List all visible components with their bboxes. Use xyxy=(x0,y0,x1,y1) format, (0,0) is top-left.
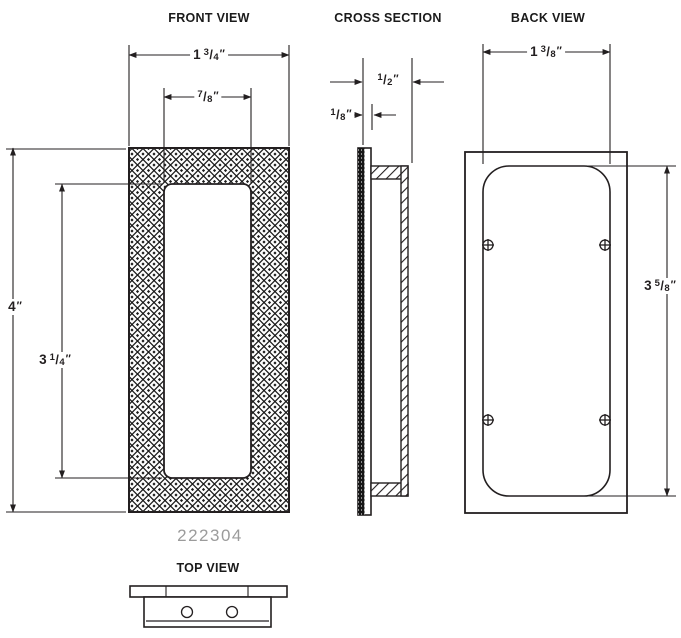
dim-lines-back-cup-width xyxy=(482,44,611,164)
dim-lines-front-height xyxy=(6,147,126,513)
screw-icon xyxy=(482,414,494,426)
dim-section-depth: 1/2″ xyxy=(374,72,402,88)
section-knurled-face xyxy=(358,148,365,515)
dim-front-overall-height: 4″ xyxy=(5,299,25,315)
dim-lines-front-recess-height xyxy=(55,183,162,479)
screw-heads xyxy=(482,239,611,426)
mounting-hole xyxy=(225,605,239,619)
top-view-label: TOP VIEW xyxy=(176,561,240,575)
screw-icon xyxy=(482,239,494,251)
front-view-label: FRONT VIEW xyxy=(168,11,250,25)
dim-lines-section-face-thickness xyxy=(353,104,396,130)
back-view-label: BACK VIEW xyxy=(510,11,586,25)
back-cup xyxy=(482,165,611,497)
screw-icon xyxy=(599,239,611,251)
dim-lines-back-cup-height xyxy=(588,165,676,497)
dim-lines-section-depth xyxy=(330,58,444,163)
dim-front-recess-width: 7/8″ xyxy=(194,89,222,105)
part-number: 222304 xyxy=(177,526,243,545)
section-back-wall xyxy=(400,165,409,497)
top-view-drawing xyxy=(129,585,288,628)
dim-section-face-thickness: 1/8″ xyxy=(327,107,355,123)
cross-section-drawing xyxy=(330,58,444,516)
screw-icon xyxy=(599,414,611,426)
top-flange xyxy=(129,585,288,598)
front-recess-opening xyxy=(163,183,252,479)
front-view-drawing xyxy=(6,45,290,513)
mounting-hole xyxy=(180,605,194,619)
back-view-drawing xyxy=(464,44,676,514)
cross-section-label: CROSS SECTION xyxy=(334,11,442,25)
top-body xyxy=(143,596,272,628)
